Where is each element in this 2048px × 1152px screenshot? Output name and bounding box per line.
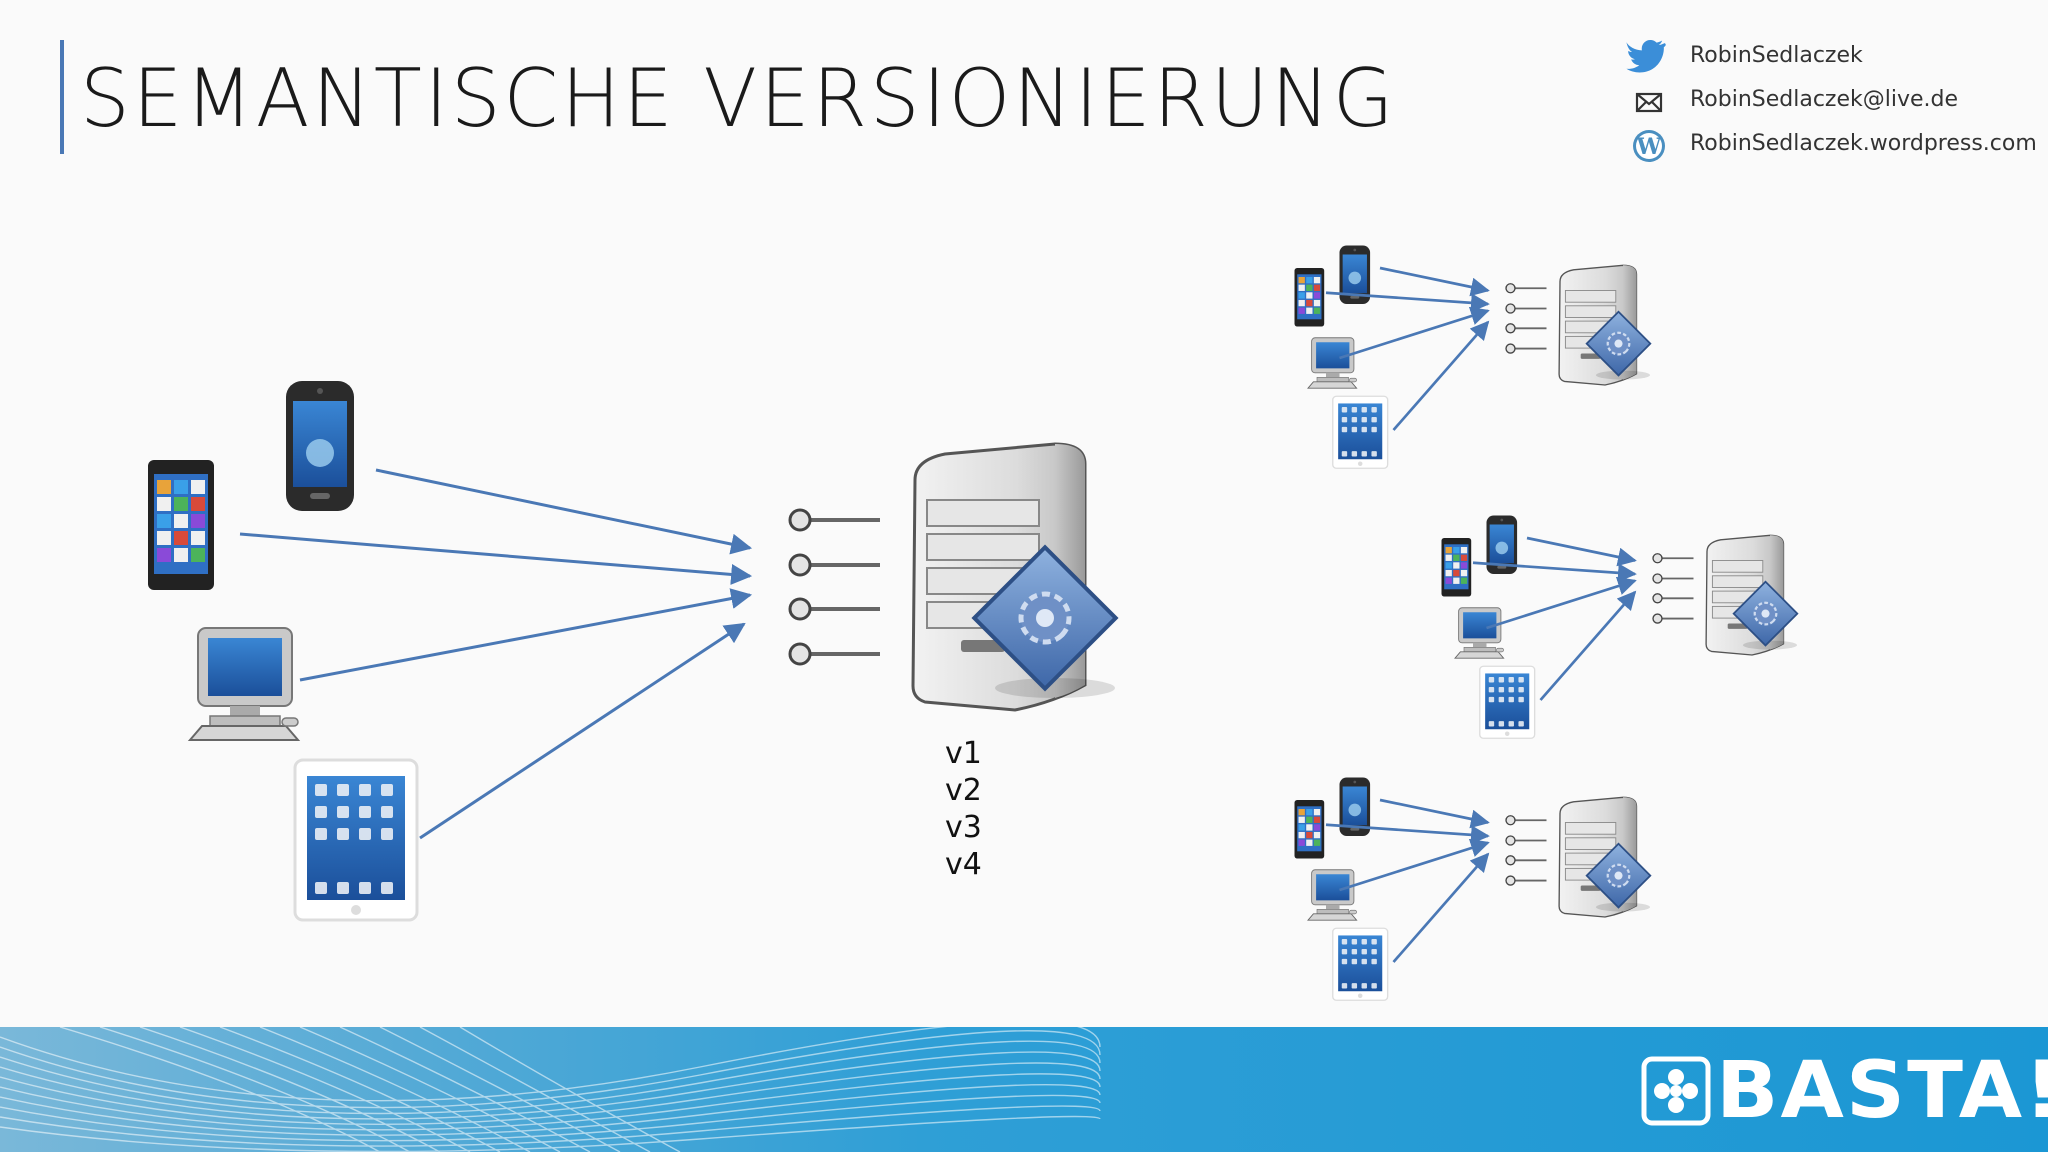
server-icon [913,444,1116,710]
email-address: RobinSedlaczek@live.de [1690,87,1959,112]
arrow [299,588,753,682]
svg-text:W: W [1636,134,1662,160]
android-phone-icon [286,381,354,511]
small-diagram-3 [1294,777,1652,1001]
versioning-diagram [148,245,1799,1001]
windows-phone-icon [1441,538,1472,597]
server-icon [1557,264,1652,387]
arrow [419,622,746,840]
twitter-bird-icon [1626,39,1666,73]
tablet-icon [1479,665,1536,739]
arrow [239,532,753,585]
version-label: v4 [945,847,982,882]
tablet-icon [293,758,419,922]
desktop-computer-icon [189,627,299,741]
version-list: v1 v2 v3 v4 [945,735,982,883]
basta-logo-text: BASTA! [1716,1046,2048,1136]
arrow [375,468,753,555]
service-endpoints [788,508,882,666]
blog-url: RobinSedlaczek.wordpress.com [1690,131,2037,156]
windows-phone-icon [1294,800,1325,859]
small-diagram-2 [1441,515,1799,739]
desktop-computer-icon [1307,869,1358,921]
basta-logo-icon [1641,1056,1711,1126]
desktop-computer-icon [1307,337,1358,389]
version-label: v3 [945,810,982,845]
footer-wave-pattern [0,1027,1101,1152]
server-icon [1704,534,1799,657]
server-icon [1557,796,1652,919]
wordpress-icon: W [1633,130,1665,162]
slide-title: SEMANTISCHE VERSIONIERUNG [80,52,1397,145]
main-arrows [239,468,753,840]
windows-phone-icon [1294,268,1325,327]
version-label: v1 [945,736,982,771]
version-label: v2 [945,773,982,808]
windows-phone-icon [148,460,214,590]
tablet-icon [1332,395,1389,469]
small-diagram-1 [1294,245,1652,469]
twitter-handle: RobinSedlaczek [1690,43,1863,68]
tablet-icon [1332,927,1389,1001]
title-accent-bar [60,40,64,154]
basta-logo: BASTA! [1640,1046,2048,1136]
envelope-icon [1635,92,1663,113]
main-clients [148,381,419,922]
desktop-computer-icon [1454,607,1505,659]
